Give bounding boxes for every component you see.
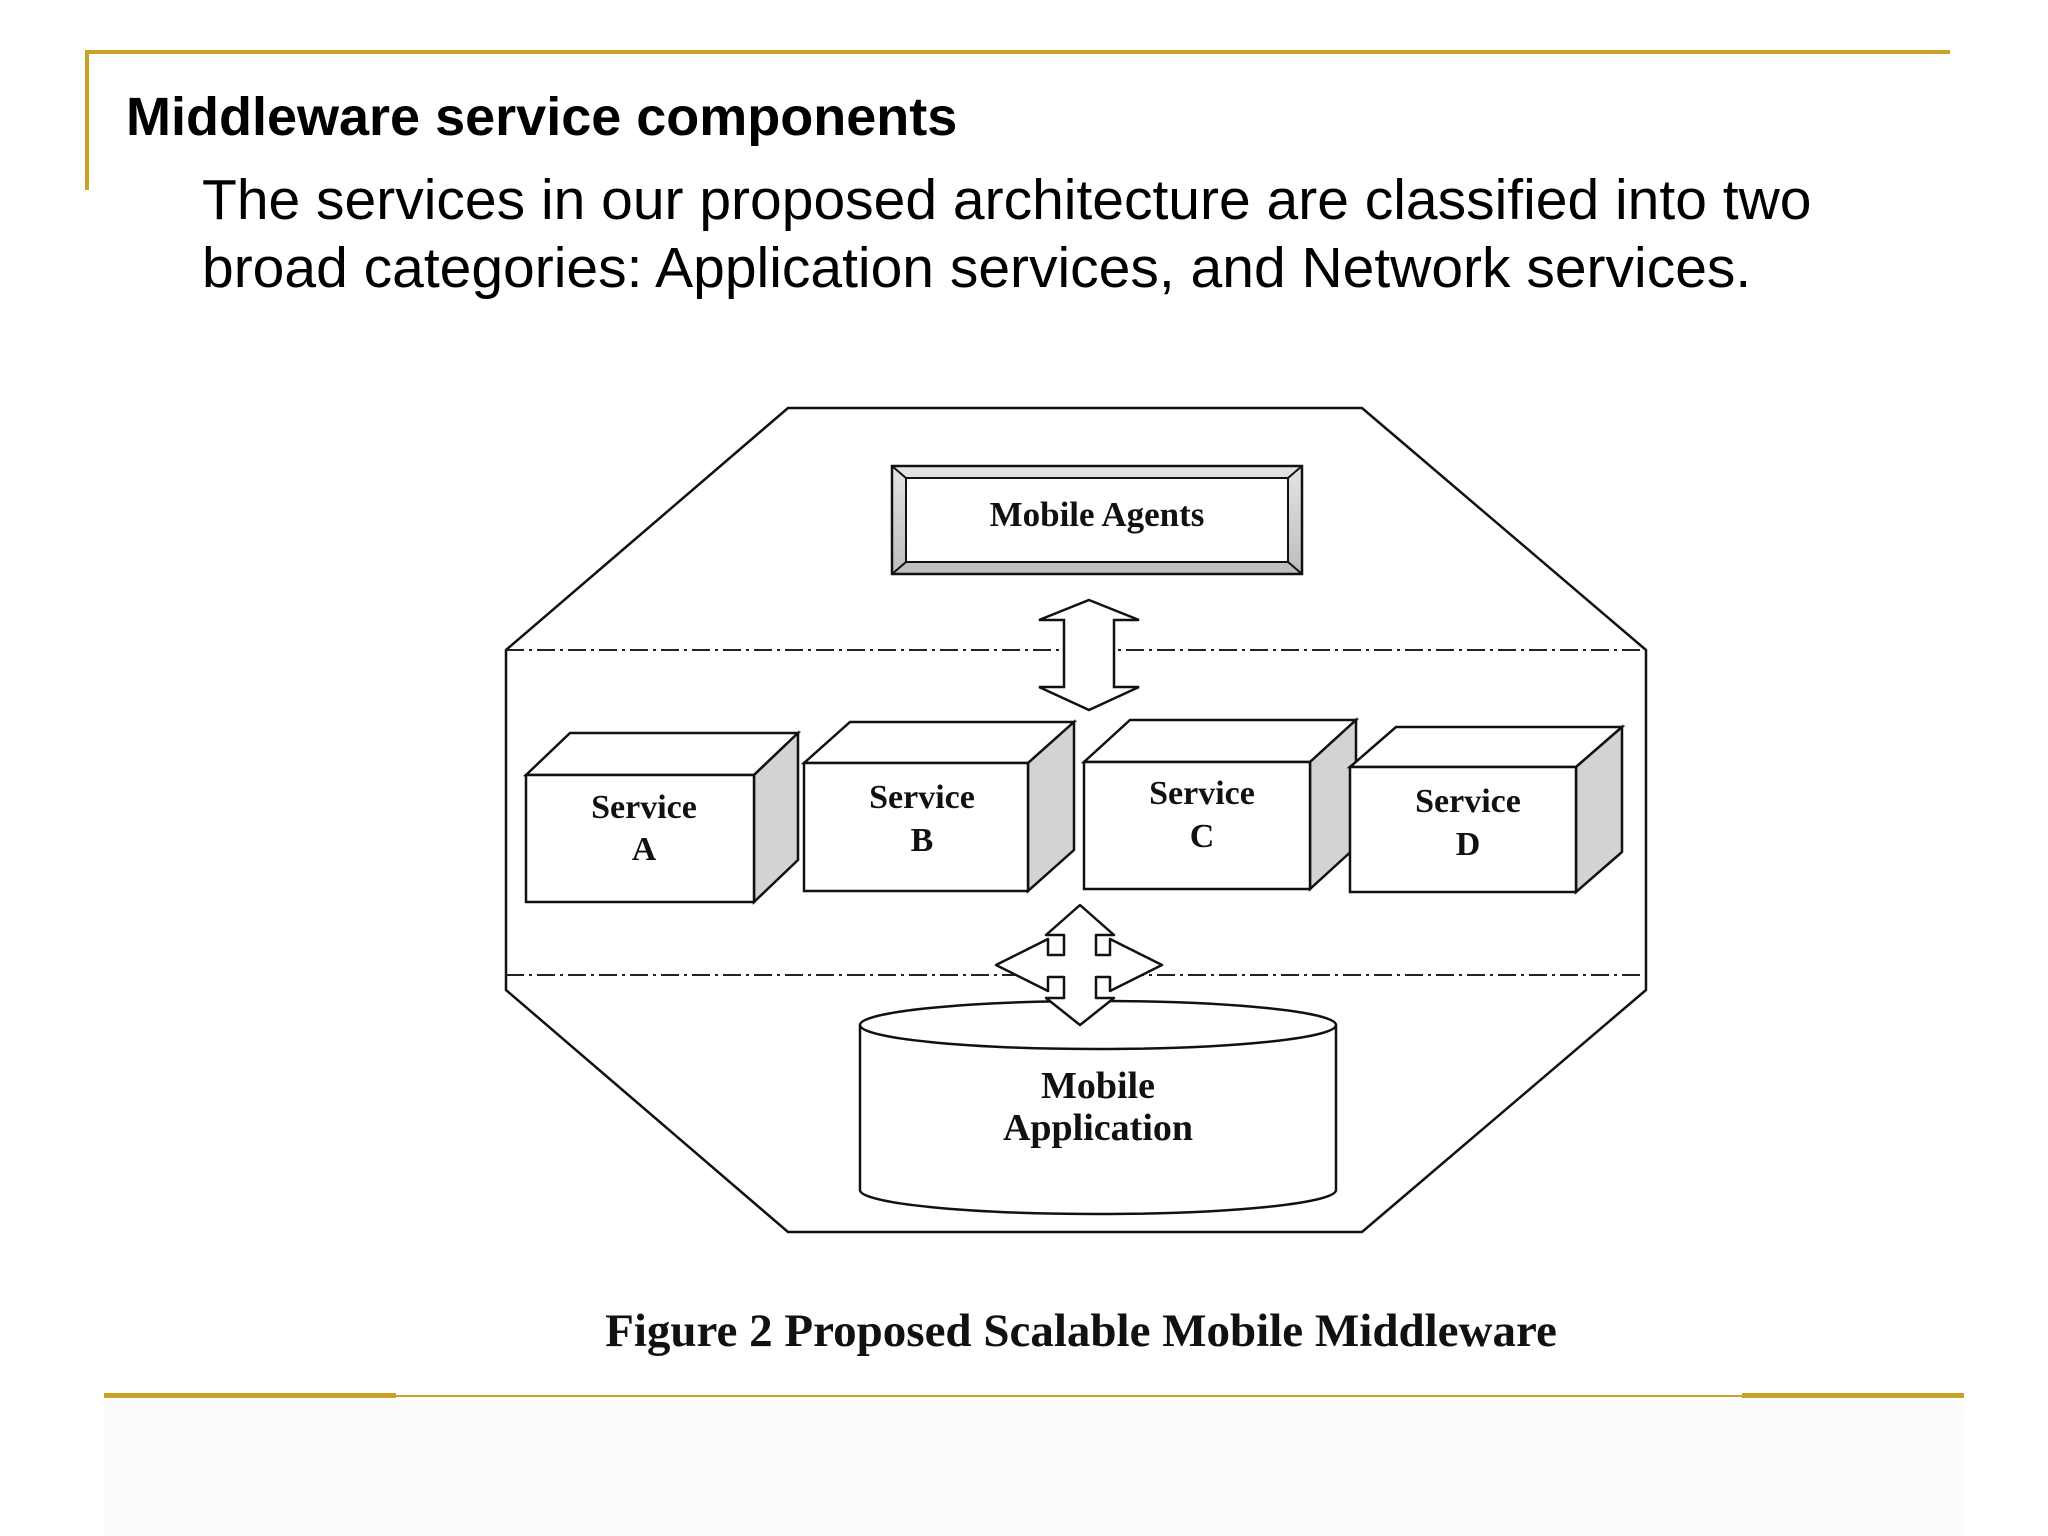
top-accent-line (85, 50, 1950, 54)
figure-caption: Figure 2 Proposed Scalable Mobile Middle… (605, 1305, 1557, 1357)
service-d-letter: D (1456, 826, 1481, 863)
bottom-accent-left (104, 1393, 396, 1398)
service-c-letter: C (1190, 818, 1215, 855)
four-way-arrow-icon (994, 903, 1164, 1027)
bottom-accent-middle (396, 1395, 1742, 1397)
service-a-label: Service (591, 789, 697, 826)
service-d-box: Service D (1346, 724, 1626, 895)
service-c-label: Service (1149, 775, 1255, 812)
mobile-agents-box: Mobile Agents (890, 464, 1304, 576)
service-d-label: Service (1415, 783, 1521, 820)
mobile-application-line1: Mobile (1041, 1065, 1155, 1107)
left-accent-line (85, 50, 89, 190)
mobile-application-database: Mobile Application (858, 999, 1338, 1216)
double-arrow-icon (1038, 598, 1140, 712)
service-a-letter: A (632, 831, 657, 868)
mobile-agents-label: Mobile Agents (990, 495, 1205, 534)
bottom-accent-right (1742, 1393, 1964, 1398)
service-b-letter: B (911, 822, 934, 859)
service-a-box: Service A (522, 730, 802, 905)
slide-title: Middleware service components (126, 87, 958, 147)
service-b-label: Service (869, 779, 975, 816)
service-c-box: Service C (1080, 717, 1360, 892)
footer-band (104, 1400, 1964, 1536)
mobile-application-line2: Application (1003, 1107, 1193, 1149)
slide-body-text: The services in our proposed architectur… (202, 168, 1812, 300)
middleware-diagram: Mobile Agents Service A Service B Servic… (504, 406, 1648, 1234)
service-b-box: Service B (800, 719, 1078, 894)
octagon-boundary (504, 406, 1648, 1234)
